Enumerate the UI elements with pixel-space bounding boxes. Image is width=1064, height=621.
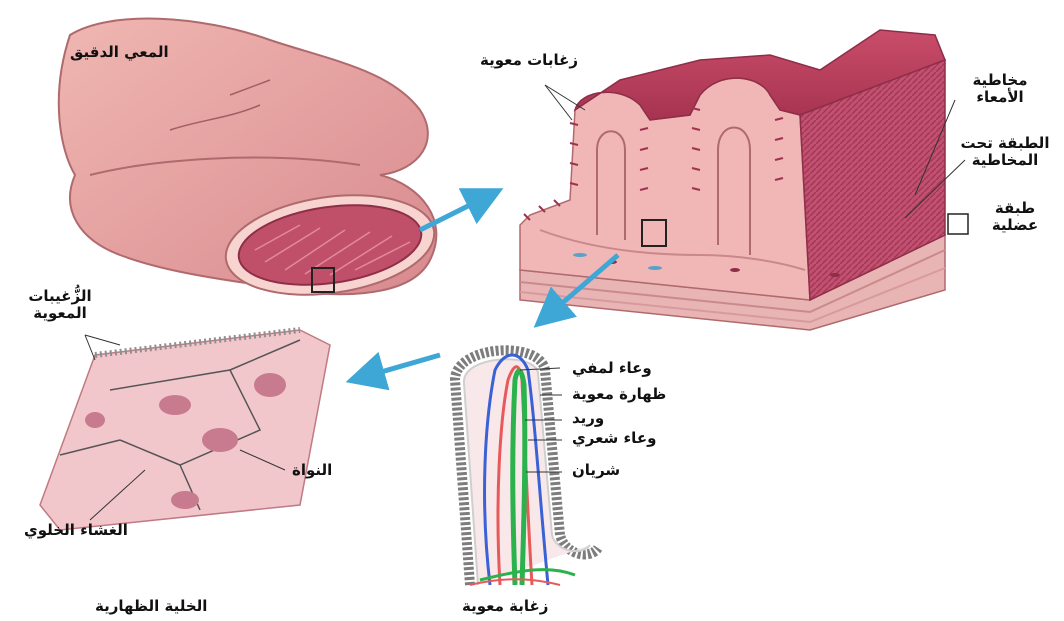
label-mucosa-line1: مخاطية (955, 72, 1045, 89)
label-submucosa: الطبقة تحت المخاطية (955, 135, 1055, 168)
label-muscular-line1: طبقة (975, 200, 1055, 217)
label-capillary: وعاء شعري (572, 430, 656, 447)
label-intestinal-villus: زغابة معوية (462, 598, 548, 615)
label-small-intestine: المعي الدقيق (70, 44, 169, 61)
label-vein: وريد (572, 410, 604, 427)
label-artery: شريان (572, 462, 620, 479)
label-microvilli-line1: الزُّغيبات (10, 288, 110, 305)
label-muscular-line2: عضلية (975, 217, 1055, 234)
label-submucosa-line2: المخاطية (955, 152, 1055, 169)
label-mucosa-line2: الأمعاء (955, 89, 1045, 106)
label-nucleus: النواة (292, 462, 332, 479)
label-epithelial-cell: الخلية الظهارية (95, 598, 207, 615)
label-lymph-vessel: وعاء لمفي (572, 360, 652, 377)
label-intestinal-epithelium: ظهارة معوية (572, 386, 666, 403)
label-cell-membrane: الغشاء الخلوي (24, 522, 128, 539)
epithelial-cells-illustration (40, 330, 330, 530)
label-microvilli: الزُّغيبات المعوية (10, 288, 110, 321)
label-submucosa-line1: الطبقة تحت (955, 135, 1055, 152)
label-microvilli-line2: المعوية (10, 305, 110, 322)
label-mucosa: مخاطية الأمعاء (955, 72, 1045, 105)
villi-block-illustration (520, 30, 968, 330)
small-intestine-illustration (59, 19, 441, 308)
label-muscular-layer: طبقة عضلية (975, 200, 1055, 233)
label-intestinal-villi: زغابات معوية (480, 52, 578, 69)
